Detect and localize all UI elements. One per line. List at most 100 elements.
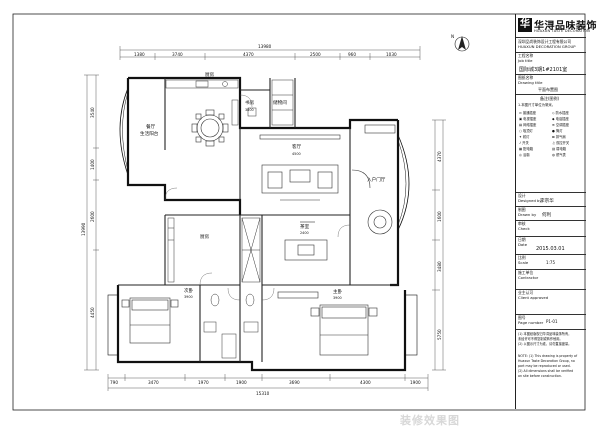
divider xyxy=(516,37,586,38)
drawn-label-en: Drawn by xyxy=(518,212,537,217)
bottom-dim-5: 3690 xyxy=(289,380,300,385)
legend-item: ▧ 弱电箱 xyxy=(552,147,567,151)
legend-item: ● 筒灯 xyxy=(552,129,563,133)
room-label-living: 客厅 xyxy=(292,143,302,150)
drawing-title: 国际城3期1#2101室 xyxy=(519,67,568,73)
date-label-en: Date xyxy=(518,242,528,247)
note-line: (1) 本图纸版权归华浔品味装饰所有， xyxy=(518,332,572,336)
divider xyxy=(516,74,586,75)
design-label-en: Designed by xyxy=(518,198,542,203)
page-code: P1-01 xyxy=(546,319,558,324)
room-size-study: 3800 xyxy=(245,108,254,112)
left-dim-2: 1400 xyxy=(90,159,95,170)
divider xyxy=(516,220,586,221)
entry-furniture xyxy=(351,124,396,235)
room-label-storage: 储物间 xyxy=(273,99,287,106)
bottom-dim-7: 1900 xyxy=(410,380,421,385)
top-dimension-chain xyxy=(119,46,421,60)
compass-north-label: N xyxy=(451,34,454,39)
room-size-master: 3900 xyxy=(333,296,342,300)
logo-mark-icon: 华 xyxy=(518,18,532,32)
room-label-kitchen: 厨房 xyxy=(200,233,210,240)
bedroom2-bed xyxy=(121,297,179,344)
room-label-entry: 入户门厅 xyxy=(367,176,386,183)
room-size-lounge: 2400 xyxy=(300,231,309,235)
room-label-study: 书房 xyxy=(245,99,255,106)
legend-heading: 备注(图例) xyxy=(540,96,560,101)
bottom-dimension-chain xyxy=(107,374,429,391)
legend-label: 弱电箱 xyxy=(556,147,567,151)
legend-item: ⊕ 空调插座 xyxy=(552,123,569,127)
bottom-right-balcony xyxy=(404,294,418,356)
legend-item: ◆ 电话插座 xyxy=(552,117,569,121)
legend-label: 开关 xyxy=(522,141,529,145)
legend-label: 吸顶灯 xyxy=(522,129,533,133)
room-size-bedroom2: 3900 xyxy=(184,295,193,299)
right-dim-2: 1600 xyxy=(437,211,442,222)
living-furniture xyxy=(259,134,341,201)
legend-label: 网络插座 xyxy=(523,123,537,127)
top-total-dim: 13980 xyxy=(258,44,272,49)
legend-label: 排气扇 xyxy=(555,135,566,139)
firm-line-1: 深圳品尚装饰设计工程有限公司 xyxy=(518,39,572,44)
legend-label: 燃气表 xyxy=(555,153,566,157)
bathroom-fixtures xyxy=(203,293,259,359)
divider xyxy=(516,206,586,207)
client-label-en: Client approved xyxy=(518,295,549,300)
bottom-total-dim: 15310 xyxy=(256,391,270,396)
check-label: 审核 xyxy=(518,221,526,226)
left-total-dim: 13990 xyxy=(81,222,86,236)
legend-item: ▤ 网络插座 xyxy=(519,123,537,127)
legend-label: 配电箱 xyxy=(523,147,534,151)
company-name-en: HUAXUN TASTE DECORATION xyxy=(534,29,590,33)
title-block: 华 华浔品味装饰 HUAXUN TASTE DECORATION 深圳品尚装饰设… xyxy=(515,14,597,409)
east-bay-window xyxy=(397,134,410,231)
legend-label: 防水插座 xyxy=(555,111,569,115)
legend-item: ♫ 双控开关 xyxy=(552,141,570,145)
note-line: 未经许可不得复制或转作他用。 xyxy=(518,337,563,341)
divider xyxy=(516,192,586,193)
room-size-dining: 生活阳台 xyxy=(140,130,159,137)
legend-label: 射灯 xyxy=(522,135,530,139)
room-label-dining: 餐厅 xyxy=(146,123,156,130)
study-furniture xyxy=(231,99,257,126)
note-line: part may be reproduced or used. xyxy=(518,364,571,368)
client-label: 业主认可 xyxy=(518,290,534,295)
date-label: 日期 xyxy=(518,237,526,242)
design-label: 设计 xyxy=(518,193,526,198)
legend-label: 筒灯 xyxy=(555,129,563,133)
compass-icon xyxy=(454,36,470,52)
legend-item: ○ 吸顶灯 xyxy=(519,129,533,133)
contractor-label-en: Contractor xyxy=(518,275,539,280)
divider xyxy=(516,254,586,255)
note-line: on site before construction. xyxy=(518,374,562,378)
bottom-dim-1: 790 xyxy=(110,380,118,385)
door-swings xyxy=(164,94,351,301)
legend-label: 空调插座 xyxy=(555,123,569,127)
west-bay-window xyxy=(119,87,129,176)
top-dim-5: 960 xyxy=(348,52,356,57)
date-value: 2015.03.01 xyxy=(536,246,565,252)
drafter-name: 何利 xyxy=(542,213,552,218)
designer-name: 李宗华 xyxy=(540,199,554,204)
right-dimension-chain xyxy=(432,119,446,371)
company-name: 华浔品味装饰 xyxy=(534,21,597,32)
page-label: 图号 xyxy=(518,315,526,320)
watermark: 装修效果图 xyxy=(400,414,460,427)
legend-item: ◎ 浴霸 xyxy=(519,153,530,157)
divider xyxy=(516,314,586,315)
project-label: 工程名称 xyxy=(518,53,534,58)
master-bed xyxy=(277,291,378,356)
drawing-label-en: Drawing title xyxy=(518,80,543,85)
legend-note: 1.本图尺寸单位为毫米。 xyxy=(518,103,556,107)
top-dim-4: 2500 xyxy=(310,52,321,57)
scale-label: 比例 xyxy=(518,255,526,260)
legend-label: 电话插座 xyxy=(555,117,569,121)
contractor-label: 施工单位 xyxy=(518,270,534,275)
left-dimension-chain xyxy=(84,74,99,371)
top-dim-6: 1030 xyxy=(386,52,397,57)
page-label-en: Page number xyxy=(518,320,544,325)
storage-shelves xyxy=(271,79,294,126)
right-dim-4: 5750 xyxy=(437,329,442,340)
